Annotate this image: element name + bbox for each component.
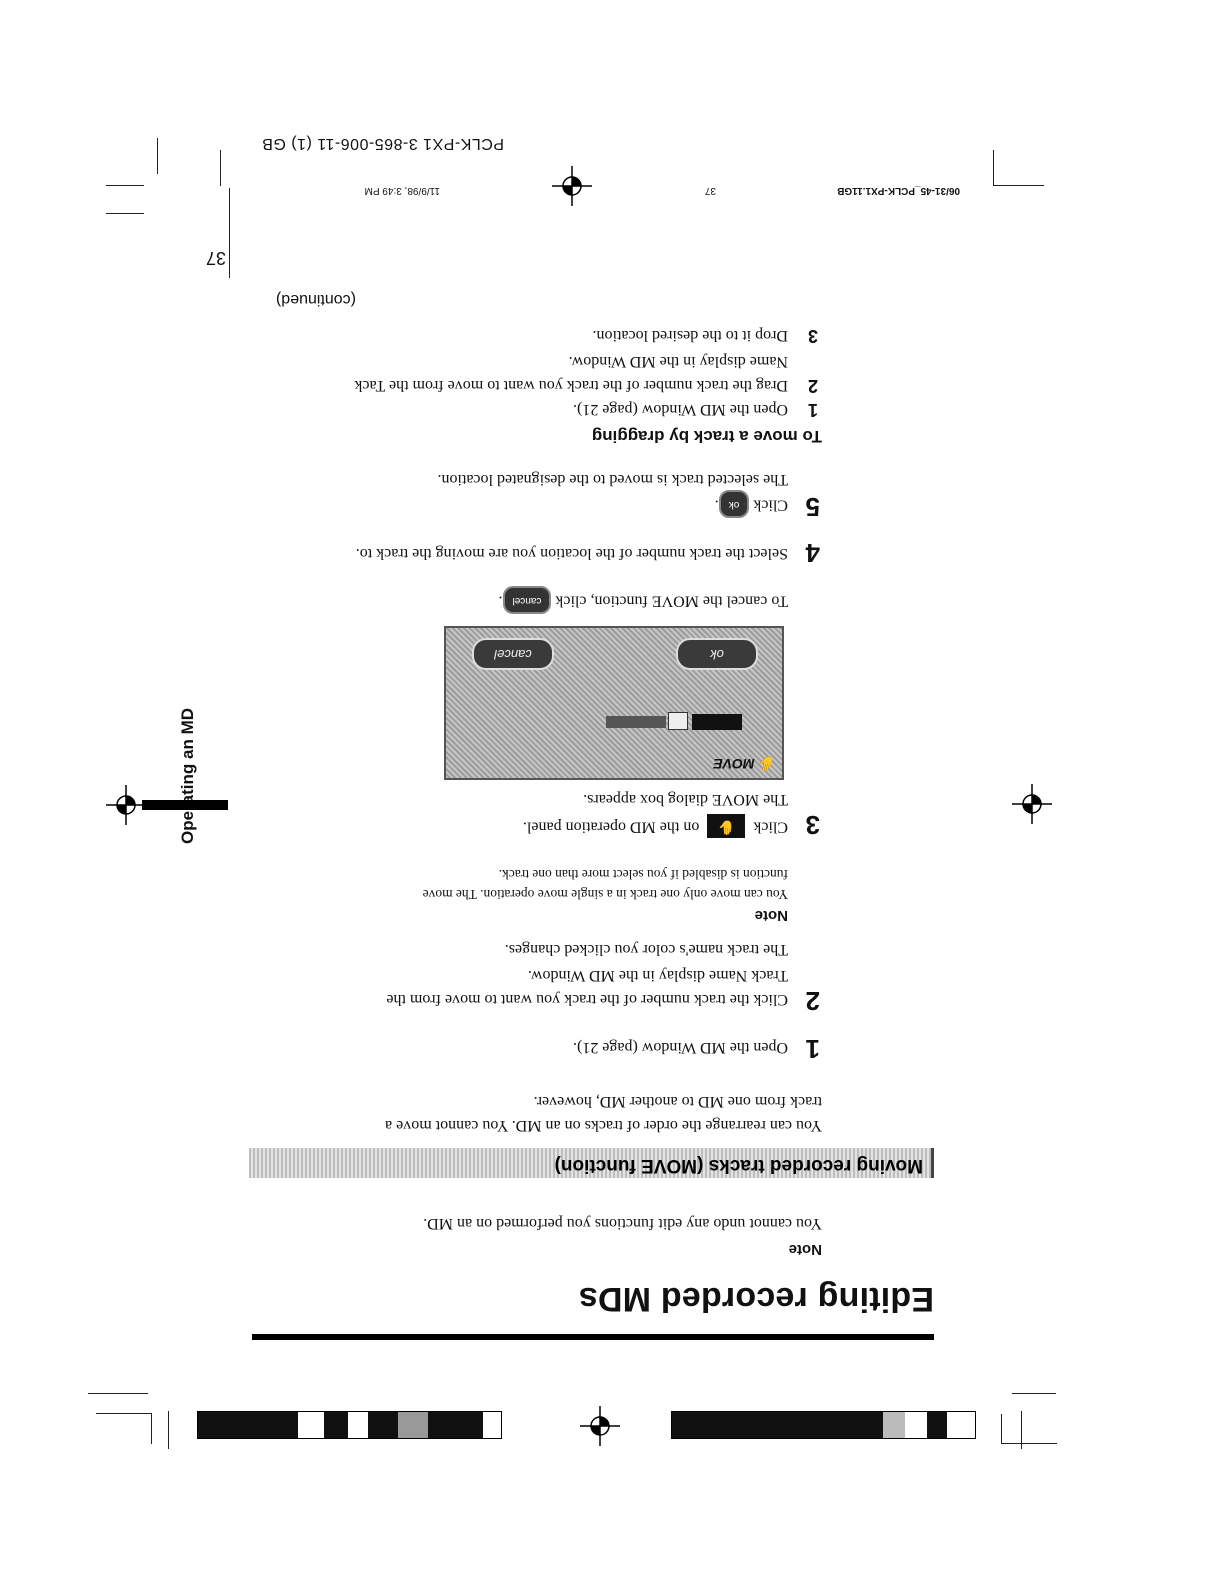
move-button-icon[interactable]: ✋ bbox=[707, 814, 746, 838]
step-number: 1 bbox=[805, 1034, 820, 1064]
footer-file: 06/31-45_PCLK-PX1.11GB bbox=[837, 185, 960, 196]
step-number: 2 bbox=[807, 376, 818, 396]
cancel-button-icon[interactable]: cancel bbox=[502, 586, 552, 614]
continued-label: (continued) bbox=[275, 291, 356, 308]
step-number: 1 bbox=[807, 400, 818, 420]
stepper-icon[interactable] bbox=[668, 712, 688, 730]
step-text: The track name's color you clicked chang… bbox=[504, 941, 788, 958]
section-title: Moving recorded tracks (MOVE function) bbox=[554, 1155, 923, 1176]
crop-mark bbox=[993, 150, 994, 186]
page-number: 37 bbox=[205, 248, 226, 268]
note-text: You can move only one track in a single … bbox=[422, 887, 788, 902]
track-label bbox=[606, 716, 666, 728]
step-subtext: The MOVE dialog box appears. bbox=[583, 791, 788, 808]
step-number: 2 bbox=[805, 986, 820, 1016]
registration-mark-icon bbox=[580, 1406, 620, 1446]
step-number: 5 bbox=[805, 492, 820, 522]
footer-model: PCLK-PX1 3-865-006-11 (1) GB bbox=[261, 135, 504, 152]
track-field[interactable] bbox=[692, 714, 742, 730]
page-title: Editing recorded MDs bbox=[578, 1280, 934, 1318]
crop-mark bbox=[106, 185, 144, 186]
crop-mark bbox=[106, 213, 144, 214]
crop-mark bbox=[157, 138, 158, 174]
note-text: function is disabled if you select more … bbox=[498, 867, 788, 882]
color-bar bbox=[671, 1411, 976, 1439]
step-number: 4 bbox=[805, 538, 820, 568]
note-heading: Note bbox=[754, 907, 788, 924]
crop-mark bbox=[88, 1393, 148, 1394]
step-text: Drag the track number of the track you w… bbox=[354, 377, 788, 394]
color-bar bbox=[197, 1411, 502, 1439]
section-intro-line: You can rearrange the order of tracks on… bbox=[385, 1117, 822, 1134]
footer-date: 11/9/98, 3:49 PM bbox=[364, 185, 440, 196]
hand-icon: ✋ bbox=[758, 756, 776, 772]
subsection-heading: To move a track by dragging bbox=[591, 427, 822, 446]
dialog-cancel-button[interactable]: cancel bbox=[472, 638, 554, 670]
move-dialog-title: ✋ MOVE bbox=[713, 756, 776, 772]
dialog-ok-button[interactable]: ok bbox=[676, 638, 758, 670]
step-number: 3 bbox=[807, 326, 818, 346]
registration-mark-icon bbox=[106, 785, 146, 825]
step-subtext: The selected track is moved to the desig… bbox=[437, 471, 788, 488]
side-tab-bar bbox=[142, 800, 228, 810]
note-heading: Note bbox=[788, 1241, 822, 1258]
step-text: Track Name display in the MD Window. bbox=[527, 967, 788, 984]
step-text: Drop it to the desired location. bbox=[592, 327, 788, 344]
crop-mark bbox=[168, 1411, 169, 1449]
page-number-rule bbox=[229, 188, 230, 278]
step-text: Click the track number of the track you … bbox=[386, 991, 788, 1008]
cancel-instruction: To cancel the MOVE function, clickcancel… bbox=[499, 586, 788, 614]
move-dialog: ✋ MOVE ok cancel bbox=[444, 626, 784, 780]
section-intro-line: track from one MD to another MD, however… bbox=[533, 1093, 822, 1110]
section-header: Moving recorded tracks (MOVE function) bbox=[249, 1148, 934, 1178]
ok-button-icon[interactable]: ok bbox=[718, 490, 750, 518]
registration-mark-icon bbox=[1012, 784, 1052, 824]
step-text: Open the MD Window (page 21). bbox=[572, 1039, 788, 1056]
crop-mark bbox=[1021, 1411, 1022, 1449]
footer-page: 37 bbox=[704, 185, 716, 196]
crop-mark bbox=[151, 1414, 152, 1444]
crop-mark bbox=[1002, 1443, 1057, 1444]
step-text: Click ✋ on the MD operation panel. bbox=[523, 814, 788, 838]
crop-mark bbox=[1001, 1414, 1002, 1444]
step-text: Name display in the MD Window. bbox=[568, 353, 788, 370]
side-tab-label: Operating an MD bbox=[178, 707, 197, 844]
step-text: Open the MD Window (page 21). bbox=[572, 401, 788, 418]
step-number: 3 bbox=[805, 810, 820, 840]
note-text: You cannot undo any edit functions you p… bbox=[423, 1215, 822, 1232]
crop-mark bbox=[220, 150, 221, 186]
crop-mark bbox=[1012, 1393, 1056, 1394]
step-text: Select the track number of the location … bbox=[355, 545, 788, 562]
title-rule bbox=[252, 1334, 934, 1340]
crop-mark bbox=[994, 185, 1044, 186]
side-tab-wrap: Operating an MD bbox=[170, 708, 198, 844]
step-text: Clickok. bbox=[715, 490, 788, 518]
crop-mark bbox=[96, 1413, 152, 1414]
registration-mark-icon bbox=[552, 166, 592, 206]
